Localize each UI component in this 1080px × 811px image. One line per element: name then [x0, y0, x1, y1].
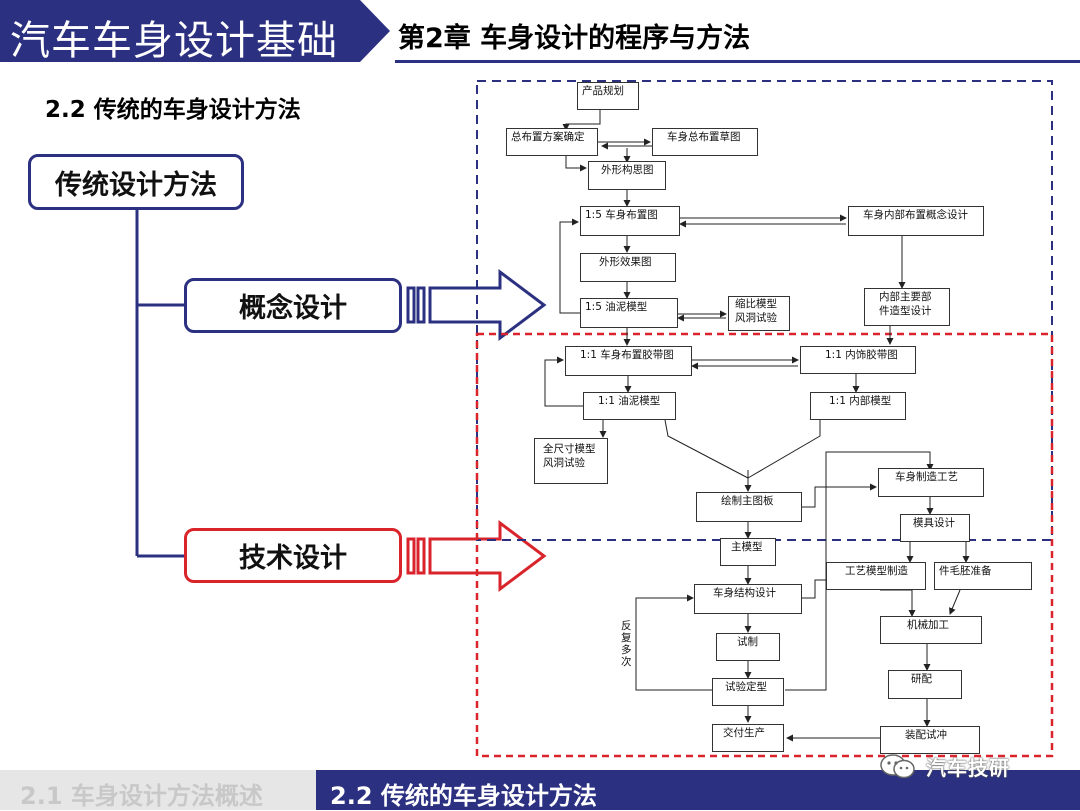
flow-body-layout-sketch: 车身总布置草图: [652, 128, 758, 156]
flow-assembly-trial: 装配试冲: [880, 726, 980, 754]
footer-tab-2-2[interactable]: [316, 770, 1080, 810]
wechat-icon: [880, 753, 915, 778]
concept-design-box: 概念设计: [184, 278, 402, 333]
flow-full-wind-tunnel: 全尺寸模型 风洞试验: [534, 438, 608, 484]
chapter-title: 第2章 车身设计的程序与方法: [398, 23, 751, 54]
flow-manufacturing-process: 车身制造工艺: [878, 468, 984, 497]
flow-trial-production: 试制: [716, 633, 780, 661]
concept-arrow: [406, 269, 547, 341]
flow-exterior-render: 外形效果图: [580, 253, 676, 282]
footer-tab-2-2-label: 2.2 传统的车身设计方法: [330, 782, 597, 810]
flow-scale-wind-line2: 风洞试验: [735, 311, 777, 324]
flow-tape-layout-1-1: 1:1 车身布置胶带图: [565, 346, 692, 376]
course-title: 汽车车身设计基础: [10, 18, 338, 64]
flow-test-finalize: 试验定型: [712, 678, 784, 706]
flow-layout-1-5: 1:5 车身布置图: [580, 206, 680, 236]
header-title-banner: [0, 0, 390, 62]
flow-interior-parts: 内部主要部 件造型设计: [864, 288, 950, 326]
flow-product-plan: 产品规划: [577, 82, 639, 110]
header-rule: [395, 60, 1080, 63]
flow-process-model: 工艺模型制造: [826, 562, 926, 590]
section-title: 2.2 传统的车身设计方法: [45, 97, 301, 123]
flow-interior-parts-line1: 内部主要部: [879, 291, 932, 303]
watermark-text: 汽车技研: [926, 756, 1010, 780]
flow-general-layout: 总布置方案确定: [506, 128, 598, 156]
flow-delivery: 交付生产: [712, 724, 784, 752]
flow-exterior-concept: 外形构思图: [588, 161, 666, 190]
flow-blank-prep: 件毛胚准备: [934, 562, 1032, 590]
flow-structure-design: 车身结构设计: [694, 584, 802, 614]
flow-clay-1-5: 1:5 油泥模型: [580, 298, 678, 328]
flow-master-model: 主模型: [720, 538, 776, 566]
flow-interior-model-1-1: 1:1 内部模型: [810, 392, 906, 420]
technical-region: [475, 332, 1054, 758]
flow-grinding: 研配: [888, 670, 962, 699]
tech-arrow: [406, 520, 547, 592]
footer-tab-2-1-label: 2.1 车身设计方法概述: [20, 782, 263, 810]
technical-design-box: 技术设计: [184, 528, 402, 583]
flow-machining: 机械加工: [880, 616, 982, 644]
flow-scale-wind-tunnel: 缩比模型 风洞试验: [728, 296, 790, 331]
flow-full-wind-line1: 全尺寸模型: [543, 443, 596, 455]
flow-interior-concept: 车身内部布置概念设计: [848, 206, 984, 236]
footer-tab-2-1[interactable]: [0, 770, 316, 810]
flow-repeat-note: 反复多次: [621, 620, 632, 669]
flow-interior-tape-1-1: 1:1 内饰胶带图: [800, 346, 916, 374]
flow-clay-1-1: 1:1 油泥模型: [583, 392, 676, 420]
traditional-design-box: 传统设计方法: [28, 154, 244, 210]
flow-master-drawing: 绘制主图板: [696, 492, 802, 522]
flow-interior-parts-line2: 件造型设计: [879, 304, 932, 317]
flow-full-wind-line2: 风洞试验: [543, 456, 585, 469]
watermark: 汽车技研: [878, 752, 1010, 781]
flow-die-design: 模具设计: [900, 514, 970, 542]
flow-scale-wind-line1: 缩比模型: [735, 298, 777, 310]
